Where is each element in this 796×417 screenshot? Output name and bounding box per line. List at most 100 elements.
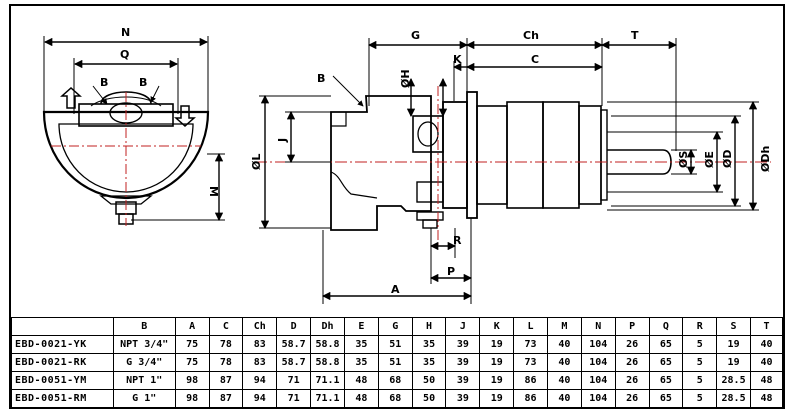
label-E: ØE (703, 151, 716, 168)
table-header-cell: C (208, 317, 244, 336)
table-cell: 78 (208, 353, 244, 372)
label-Ch: Ch (523, 29, 539, 42)
label-L: ØL (250, 154, 263, 170)
table-cell: 48 (344, 371, 379, 390)
table-cell: 40 (546, 389, 582, 408)
table-cell: 5 (682, 371, 718, 390)
table-cell: 51 (377, 335, 413, 354)
table-cell: 73 (513, 353, 548, 372)
table-header-cell: J (445, 317, 481, 336)
label-C: C (531, 53, 539, 66)
table-header-cell: Q (648, 317, 684, 336)
table-cell: NPT 1" (112, 371, 176, 390)
table-header-cell: E (344, 317, 379, 336)
table-cell: 73 (513, 335, 548, 354)
table-header-cell: P (614, 317, 650, 336)
table-cell: 26 (614, 353, 650, 372)
table-header-cell: R (682, 317, 718, 336)
table-cell: 71 (276, 389, 312, 408)
table-cell: 51 (377, 353, 413, 372)
table-cell: 75 (174, 335, 210, 354)
table-cell: 19 (716, 335, 752, 354)
table-cell: 98 (174, 389, 210, 408)
table-cell: 50 (411, 371, 447, 390)
label-Q: Q (120, 48, 129, 61)
label-M: M (207, 186, 220, 197)
table-cell: 75 (174, 353, 210, 372)
table-cell: 48 (750, 389, 783, 408)
table-header-cell: T (750, 317, 783, 336)
model-cell: EBD-0051-YM (11, 371, 114, 390)
table-cell: 86 (513, 389, 548, 408)
table-cell: 78 (208, 335, 244, 354)
table-cell: 71.1 (310, 371, 345, 390)
table-cell: 40 (546, 353, 582, 372)
label-K: K (453, 53, 462, 66)
table-cell: 39 (445, 389, 481, 408)
table-header-cell: S (716, 317, 752, 336)
table-cell: 50 (411, 389, 447, 408)
drawing-svg: N Q B B M (42, 26, 772, 304)
label-R: R (453, 234, 462, 247)
label-D: ØD (721, 150, 734, 168)
table-cell: 65 (648, 335, 684, 354)
table-cell: 26 (614, 389, 650, 408)
table-cell: 19 (479, 389, 515, 408)
table-cell: 39 (445, 335, 481, 354)
table-cell: 104 (580, 389, 616, 408)
table-cell: G 3/4" (112, 353, 176, 372)
table-cell: 40 (546, 371, 582, 390)
model-cell: EBD-0051-RM (11, 389, 114, 408)
table-cell: 5 (682, 389, 718, 408)
table-header-cell: L (513, 317, 548, 336)
table-cell: 48 (750, 371, 783, 390)
label-B-side: B (317, 72, 325, 85)
table-header-cell: D (276, 317, 312, 336)
table-cell: 104 (580, 371, 616, 390)
table-cell: 65 (648, 371, 684, 390)
end-view (42, 36, 225, 226)
table-cell: 5 (682, 335, 718, 354)
table-cell: 19 (716, 353, 752, 372)
table-header-cell: H (411, 317, 447, 336)
table-cell: 26 (614, 371, 650, 390)
table-cell: 28.5 (716, 389, 752, 408)
side-view (255, 38, 771, 304)
table-cell: 39 (445, 353, 481, 372)
table-header-cell: A (174, 317, 210, 336)
drawing-frame: N Q B B M (9, 4, 785, 409)
table-cell: 104 (580, 335, 616, 354)
table-cell: 58.7 (276, 335, 312, 354)
table-cell: 40 (546, 335, 582, 354)
table-cell: 65 (648, 353, 684, 372)
table-cell: 87 (208, 371, 244, 390)
table-cell: 19 (479, 353, 515, 372)
table-cell: 58.8 (310, 353, 345, 372)
table-cell: 5 (682, 353, 718, 372)
table-cell: 83 (242, 335, 278, 354)
label-B-right: B (139, 76, 147, 89)
table-header-cell (11, 317, 114, 336)
table-cell: 48 (344, 389, 379, 408)
table-cell: 104 (580, 353, 616, 372)
table-header-cell: M (546, 317, 582, 336)
table-cell: 68 (377, 371, 413, 390)
label-Dh: ØDh (759, 146, 772, 172)
table-cell: 39 (445, 371, 481, 390)
model-cell: EBD-0021-RK (11, 353, 114, 372)
table-cell: 35 (344, 353, 379, 372)
table-header-cell: B (112, 317, 176, 336)
label-J: J (276, 138, 289, 143)
table-cell: 35 (344, 335, 379, 354)
table-cell: G 1" (112, 389, 176, 408)
label-A: A (391, 283, 400, 296)
table-cell: 83 (242, 353, 278, 372)
table-cell: 19 (479, 335, 515, 354)
table-cell: 40 (750, 335, 783, 354)
label-T: T (631, 29, 639, 42)
